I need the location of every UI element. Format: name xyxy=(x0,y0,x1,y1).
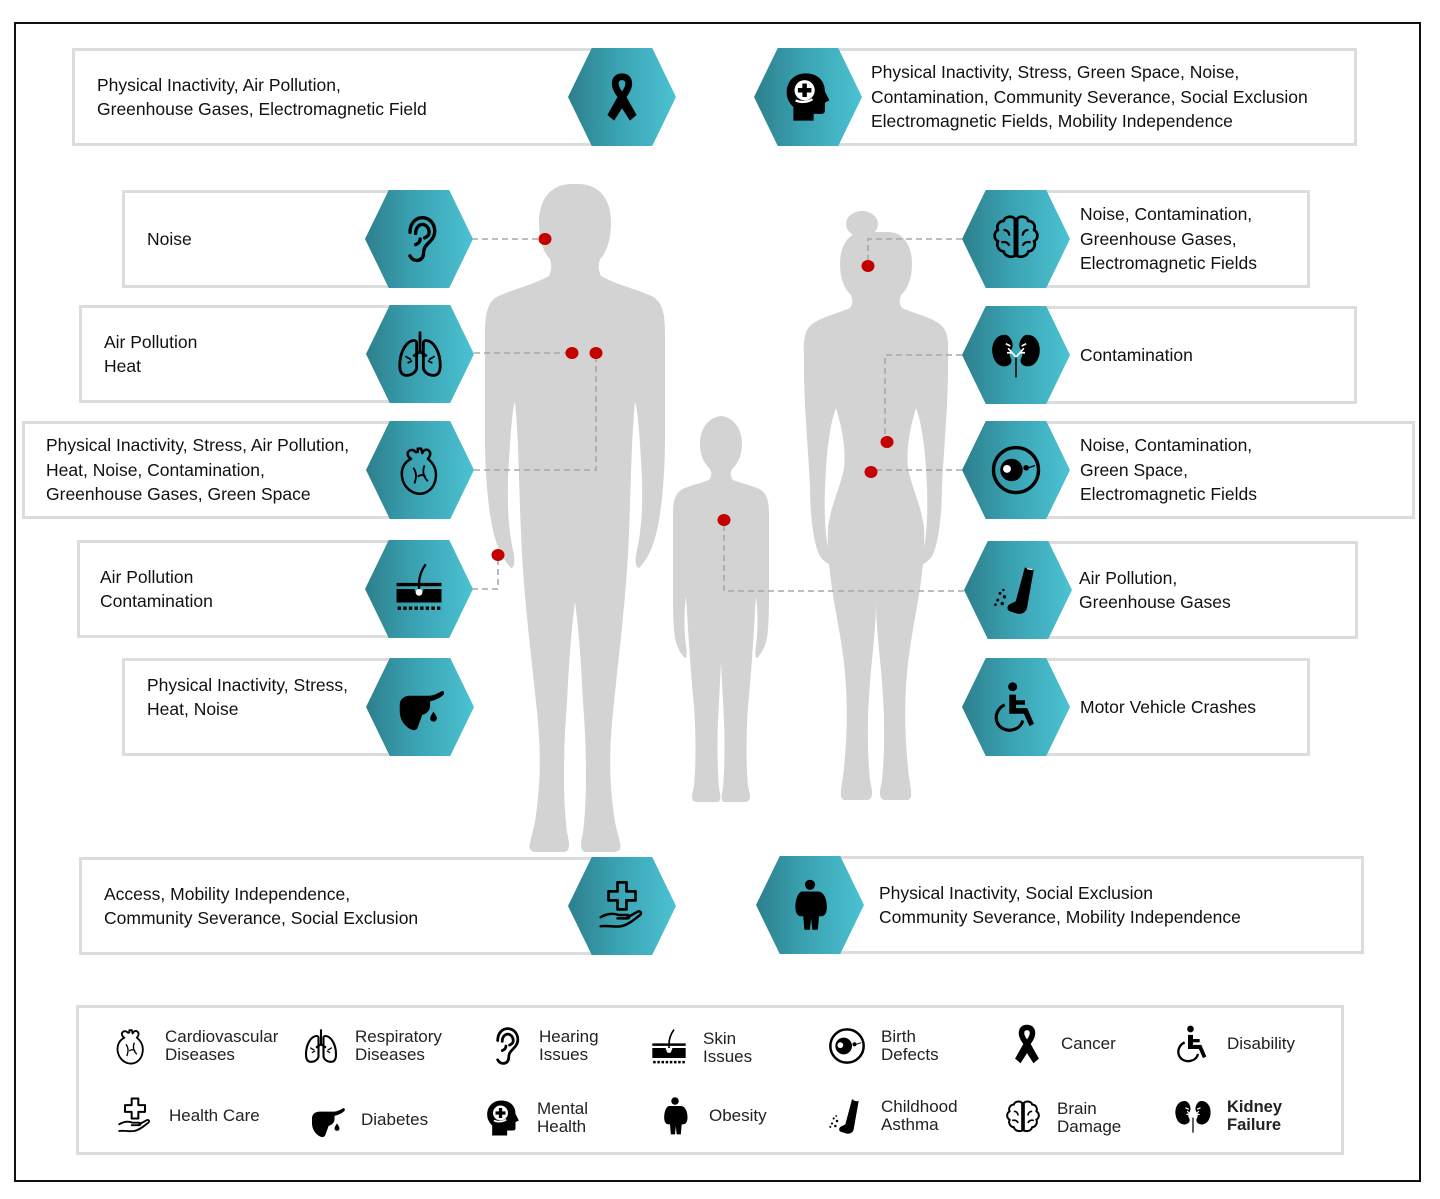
legend-item-hearing: Hearing Issues xyxy=(485,1024,599,1068)
legend-label: Childhood Asthma xyxy=(881,1097,958,1134)
brain-icon xyxy=(989,212,1043,266)
skin-factors-text: Air Pollution Contamination xyxy=(100,566,213,612)
mental-health-factors-box: Physical Inactivity, Stress, Green Space… xyxy=(820,48,1357,146)
mental-health-head-icon xyxy=(781,70,835,124)
respiratory-hexagon xyxy=(366,305,474,403)
wheelchair-icon xyxy=(989,680,1043,734)
disability-hexagon xyxy=(962,658,1070,756)
obesity-factors-text: Physical Inactivity, Social Exclusion Co… xyxy=(879,882,1241,928)
legend-item-health-care: Health Care xyxy=(115,1094,260,1138)
legend-label: Cardiovascular Diseases xyxy=(165,1027,279,1064)
asthma-factors-text: Air Pollution, Greenhouse Gases xyxy=(1079,567,1231,613)
cancer-factors-text: Physical Inactivity, Air Pollution, Gree… xyxy=(97,74,427,120)
inhaler-icon xyxy=(827,1094,867,1138)
kidney-icon xyxy=(1173,1094,1213,1138)
hearing-factors-box: Noise xyxy=(122,190,392,288)
health-care-factors-text: Access, Mobility Independence, Community… xyxy=(104,883,419,929)
legend-label: Health Care xyxy=(169,1106,260,1125)
legend-item-childhood-asthma: Childhood Asthma xyxy=(827,1094,958,1138)
legend-item-kidney-failure: Kidney Failure xyxy=(1173,1094,1282,1138)
heart-icon xyxy=(111,1024,151,1068)
cancer-ribbon-icon xyxy=(595,70,649,124)
cardiovascular-factors-text: Physical Inactivity, Stress, Air Polluti… xyxy=(46,435,350,505)
wheelchair-icon xyxy=(1173,1022,1213,1066)
asthma-hexagon xyxy=(964,541,1072,639)
legend-label: Diabetes xyxy=(361,1110,429,1129)
legend-label: Mental Health xyxy=(537,1099,589,1136)
legend-item-obesity: Obesity xyxy=(655,1094,767,1138)
legend-label: Skin Issues xyxy=(703,1029,753,1066)
birth-defects-factors-box: Noise, Contamination, Green Space, Elect… xyxy=(1030,421,1415,519)
obesity-person-icon xyxy=(655,1094,695,1138)
disability-factors-text: Motor Vehicle Crashes xyxy=(1080,696,1257,717)
cancer-ribbon-icon xyxy=(1007,1022,1047,1066)
disability-factors-box: Motor Vehicle Crashes xyxy=(1030,658,1310,756)
birth-defect-icon xyxy=(989,443,1043,497)
skin-factors-box: Air Pollution Contamination xyxy=(77,540,393,638)
kidney-factors-box: Contamination xyxy=(1030,306,1357,404)
legend-label: Kidney Failure xyxy=(1227,1098,1283,1134)
mental-health-head-icon xyxy=(483,1096,523,1140)
legend-label: Brain Damage xyxy=(1057,1099,1122,1136)
skin-icon xyxy=(392,562,446,616)
obesity-hexagon xyxy=(756,856,864,954)
legend-label: Birth Defects xyxy=(881,1027,939,1064)
brain-factors-text: Noise, Contamination, Greenhouse Gases, … xyxy=(1080,204,1258,274)
brain-icon xyxy=(1003,1096,1043,1140)
legend: Cardiovascular Diseases Respiratory Dise… xyxy=(76,1005,1344,1155)
legend-item-respiratory: Respiratory Diseases xyxy=(301,1024,442,1068)
kidney-hexagon xyxy=(962,306,1070,404)
diabetes-finger-icon xyxy=(307,1098,347,1142)
birth-defect-icon xyxy=(827,1024,867,1068)
lungs-icon xyxy=(393,327,447,381)
obesity-factors-box: Physical Inactivity, Social Exclusion Co… xyxy=(826,856,1364,954)
diabetes-factors-box: Physical Inactivity, Stress, Heat, Noise xyxy=(122,658,394,756)
brain-hexagon xyxy=(962,190,1070,288)
legend-label: Cancer xyxy=(1061,1034,1116,1053)
legend-item-mental-health: Mental Health xyxy=(483,1096,588,1140)
mental-health-hexagon xyxy=(754,48,862,146)
health-care-hand-icon xyxy=(115,1094,155,1138)
legend-label: Disability xyxy=(1227,1034,1296,1053)
legend-item-diabetes: Diabetes xyxy=(307,1098,428,1142)
legend-label: Respiratory Diseases xyxy=(355,1027,442,1064)
birth-defects-factors-text: Noise, Contamination, Green Space, Elect… xyxy=(1080,435,1258,505)
kidney-icon xyxy=(989,328,1043,382)
cardiovascular-hexagon xyxy=(366,421,474,519)
kidney-factors-text: Contamination xyxy=(1080,344,1193,365)
skin-icon xyxy=(649,1026,689,1070)
birth-defects-hexagon xyxy=(962,421,1070,519)
health-care-factors-box: Access, Mobility Independence, Community… xyxy=(79,857,602,955)
cancer-hexagon xyxy=(568,48,676,146)
legend-label: Obesity xyxy=(709,1106,767,1125)
heart-icon xyxy=(393,443,447,497)
asthma-factors-box: Air Pollution, Greenhouse Gases xyxy=(1030,541,1358,639)
ear-icon xyxy=(485,1024,525,1068)
inhaler-icon xyxy=(991,563,1045,617)
legend-label: Hearing Issues xyxy=(539,1027,599,1064)
diabetes-hexagon xyxy=(366,658,474,756)
respiratory-factors-text: Air Pollution Heat xyxy=(104,331,198,377)
legend-item-birth-defects: Birth Defects xyxy=(827,1024,939,1068)
ear-icon xyxy=(392,212,446,266)
obesity-person-icon xyxy=(783,878,837,932)
legend-item-brain-damage: Brain Damage xyxy=(1003,1096,1121,1140)
legend-item-cardiovascular: Cardiovascular Diseases xyxy=(111,1024,278,1068)
respiratory-factors-box: Air Pollution Heat xyxy=(79,305,393,403)
health-care-hand-icon xyxy=(595,879,649,933)
mental-health-factors-text: Physical Inactivity, Stress, Green Space… xyxy=(871,62,1308,132)
brain-factors-box: Noise, Contamination, Greenhouse Gases, … xyxy=(1030,190,1310,288)
cardiovascular-factors-box: Physical Inactivity, Stress, Air Polluti… xyxy=(22,421,394,519)
cancer-factors-box: Physical Inactivity, Air Pollution, Gree… xyxy=(72,48,602,146)
skin-hexagon xyxy=(365,540,473,638)
health-care-hexagon xyxy=(568,857,676,955)
diabetes-factors-text: Physical Inactivity, Stress, Heat, Noise xyxy=(147,674,348,720)
hearing-hexagon xyxy=(365,190,473,288)
legend-item-skin: Skin Issues xyxy=(649,1026,752,1070)
hearing-factors-text: Noise xyxy=(147,228,192,249)
legend-item-disability: Disability xyxy=(1173,1022,1295,1066)
diabetes-finger-icon xyxy=(393,680,447,734)
legend-item-cancer: Cancer xyxy=(1007,1022,1116,1066)
lungs-icon xyxy=(301,1024,341,1068)
